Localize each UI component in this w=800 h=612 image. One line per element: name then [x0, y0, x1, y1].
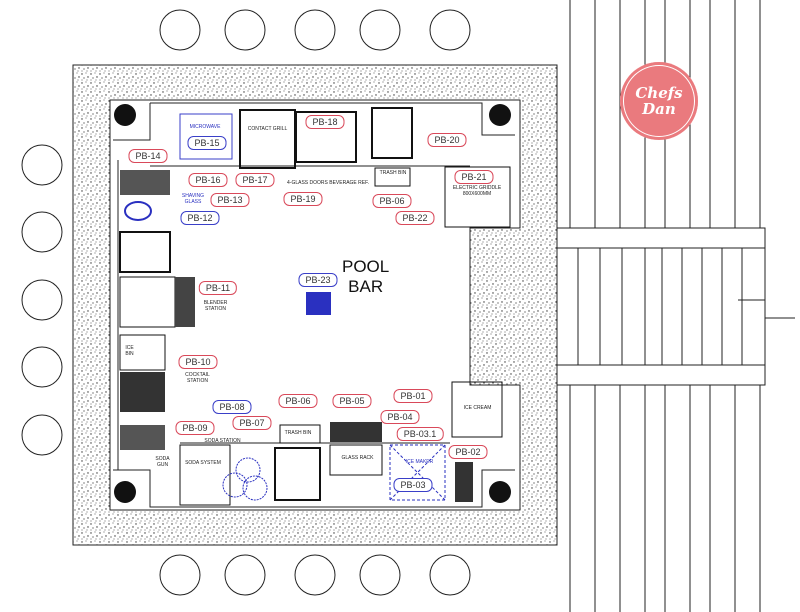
grate — [120, 170, 170, 195]
equipment-tag-pb-15: PB-15 — [187, 136, 227, 150]
level-mark — [738, 299, 795, 319]
soda-tank — [235, 457, 261, 483]
glass-rack-top — [330, 422, 382, 442]
trash-bin — [279, 424, 321, 444]
bar-stool — [429, 554, 471, 596]
equipment-note: 4-Glass Doors Beverage Ref. — [287, 180, 369, 186]
equipment-tag-pb-07: PB-07 — [232, 416, 272, 430]
pb-23-unit — [306, 292, 331, 315]
soda-gun — [120, 425, 165, 450]
equipment-tag-pb-09: PB-09 — [175, 421, 215, 435]
equipment-note: Trash Bin — [379, 170, 407, 176]
equipment-note: Ice Bin — [125, 345, 134, 357]
pool-bar-title-line1: POOL — [342, 257, 390, 276]
equipment-note: Cocktail Station — [185, 372, 210, 384]
equipment-tag-pb-06: PB-06 — [372, 194, 412, 208]
equipment-tag-pb-03: PB-03 — [393, 478, 433, 492]
equipment-note: Blender Station — [203, 300, 228, 312]
equipment-tag-pb-08: PB-08 — [212, 400, 252, 414]
equipment-note: Contact Grill — [247, 126, 288, 132]
equipment-note: Ice Cream — [463, 405, 492, 411]
equipment-tag-pb-03.1: PB-03.1 — [396, 427, 444, 441]
equipment-tag-pb-18: PB-18 — [305, 115, 345, 129]
logo-text-line2: Dan — [642, 100, 676, 118]
equipment-tag-pb-10: PB-10 — [178, 355, 218, 369]
shaving-glass — [124, 201, 152, 221]
equipment-tag-pb-11: PB-11 — [198, 281, 238, 295]
equipment-tag-pb-06: PB-06 — [278, 394, 318, 408]
counter-line — [113, 469, 515, 508]
column — [114, 104, 136, 126]
sink — [119, 231, 171, 273]
logo-text-line1: Chefs — [635, 84, 683, 102]
microwave — [179, 113, 233, 160]
bar-stool — [294, 554, 336, 596]
equipment-tag-pb-22: PB-22 — [395, 211, 435, 225]
trash-bin — [374, 167, 411, 187]
equipment-note: Soda Gun — [155, 456, 170, 468]
bar-stool — [359, 554, 401, 596]
ice-maker-x — [389, 444, 446, 501]
equipment-note: Glass Rack — [341, 455, 374, 461]
ice-bin — [119, 334, 166, 371]
electric-griddle — [444, 166, 511, 228]
counter-line — [113, 103, 151, 141]
bar-stool — [21, 211, 63, 253]
bar-stool — [21, 144, 63, 186]
bar-stool — [224, 9, 266, 51]
equipment-note: Shaving Glass — [181, 193, 205, 205]
ice-cream — [451, 381, 503, 438]
glass-rack — [329, 444, 383, 476]
bar-stool — [21, 346, 63, 388]
equipment-tag-pb-12: PB-12 — [180, 211, 220, 225]
column — [114, 481, 136, 503]
equipment-tag-pb-23: PB-23 — [298, 273, 338, 287]
ice-maker — [389, 444, 446, 501]
equipment-tag-pb-21: PB-21 — [454, 170, 494, 184]
bar-stool — [224, 554, 266, 596]
equipment-tag-pb-05: PB-05 — [332, 394, 372, 408]
bar-stool — [159, 554, 201, 596]
soda-tank — [222, 472, 248, 498]
equipment-tag-pb-01: PB-01 — [393, 389, 433, 403]
equipment-note: Electric Griddle 800x600mm — [452, 185, 502, 197]
equipment-tag-pb-13: PB-13 — [210, 193, 250, 207]
bar-stool — [359, 9, 401, 51]
equipment-tag-pb-17: PB-17 — [235, 173, 275, 187]
sink — [274, 447, 321, 501]
equipment-note: Microwave — [189, 124, 221, 130]
equipment-note: Soda Station — [204, 438, 241, 444]
rack — [455, 462, 473, 502]
column — [489, 104, 511, 126]
bar-stool — [159, 9, 201, 51]
soda-system — [179, 444, 231, 506]
rack — [175, 277, 195, 327]
counter-line — [150, 102, 515, 136]
equipment-note: Trash Bin — [284, 430, 312, 436]
pool-bar-title-line2: BAR — [348, 277, 384, 296]
equipment-note: Soda System — [185, 460, 221, 466]
column — [489, 481, 511, 503]
equipment-tag-pb-19: PB-19 — [283, 192, 323, 206]
cocktail-rack — [120, 372, 165, 412]
soda-tank — [242, 475, 268, 501]
bar-stool — [21, 414, 63, 456]
equipment-tag-pb-02: PB-02 — [448, 445, 488, 459]
beverage-ref — [295, 111, 357, 163]
sink — [371, 107, 413, 159]
equipment-tag-pb-14: PB-14 — [128, 149, 168, 163]
bar-stool — [294, 9, 336, 51]
equipment-note: Ice Maker — [405, 459, 434, 465]
bar-stool — [21, 279, 63, 321]
bar-stool — [429, 9, 471, 51]
equipment-tag-pb-04: PB-04 — [380, 410, 420, 424]
equipment-tag-pb-20: PB-20 — [427, 133, 467, 147]
equipment-tag-pb-16: PB-16 — [188, 173, 228, 187]
